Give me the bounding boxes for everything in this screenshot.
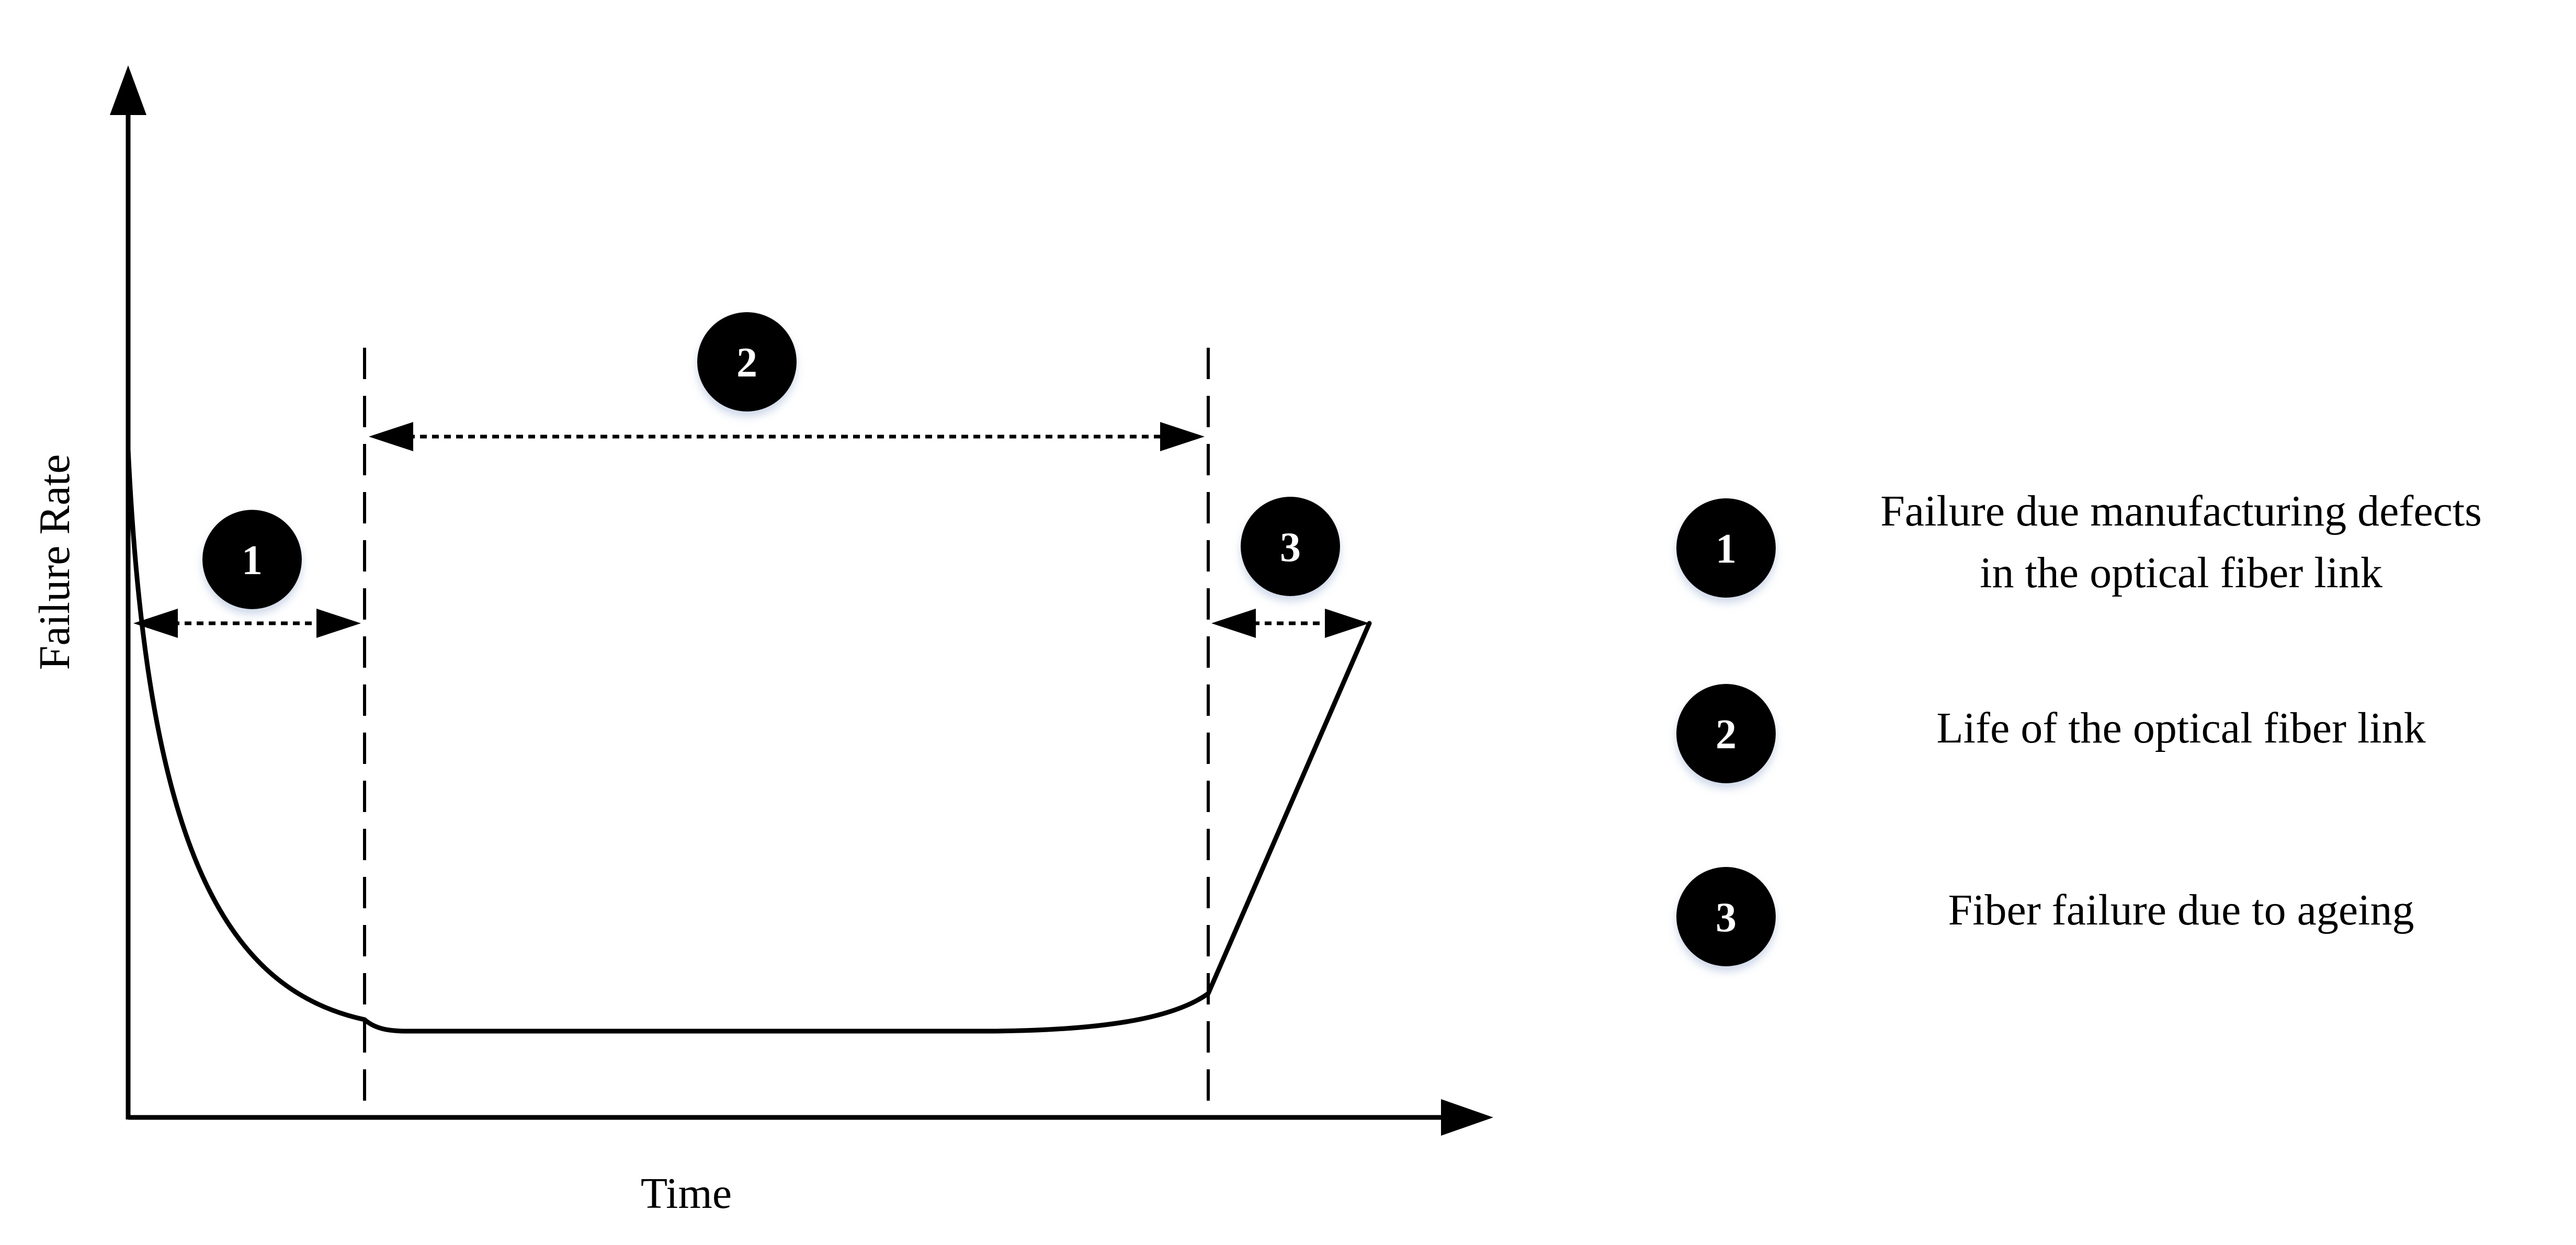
y-axis-arrowhead <box>110 65 146 115</box>
legend-item-2: 2 Life of the optical fiber link <box>1676 684 2426 783</box>
legend-item-2-line-1: Life of the optical fiber link <box>1936 704 2425 752</box>
axes <box>110 65 1493 1136</box>
interval-arrow-1 <box>133 609 361 638</box>
legend: 1 Failure due manufacturing defects in t… <box>1676 487 2482 966</box>
phase-badge-2-number: 2 <box>736 340 757 386</box>
legend-badge-2-circle <box>1676 684 1776 783</box>
legend-item-3: 3 Fiber failure due to ageing <box>1676 867 2414 966</box>
x-axis-arrowhead <box>1441 1099 1493 1136</box>
legend-item-1: 1 Failure due manufacturing defects in t… <box>1676 487 2482 598</box>
interval-arrow-2 <box>369 422 1205 451</box>
x-axis-label: Time <box>641 1169 732 1218</box>
phase-badge-3-circle <box>1241 497 1340 596</box>
phase-badge-1-number: 1 <box>242 538 263 584</box>
interval-arrow-2-right-head <box>1160 422 1205 451</box>
legend-badge-3-number: 3 <box>1716 895 1737 941</box>
legend-badge-2-number: 2 <box>1716 712 1737 758</box>
legend-badge-3-circle <box>1676 867 1776 966</box>
legend-item-3-line-1: Fiber failure due to ageing <box>1948 886 2414 934</box>
interval-arrow-1-right-head <box>316 609 361 638</box>
phase-badge-1-circle <box>202 510 302 609</box>
phase-badge-2: 2 <box>697 312 797 412</box>
legend-item-1-line-2: in the optical fiber link <box>1980 549 2382 597</box>
y-axis-label: Failure Rate <box>30 454 79 670</box>
phase-boundaries <box>363 348 1210 1119</box>
interval-arrow-3 <box>1211 609 1369 638</box>
interval-arrow-3-left-head <box>1211 609 1256 638</box>
phase-badge-2-circle <box>697 312 797 412</box>
legend-badge-1-number: 1 <box>1716 526 1737 572</box>
phase-badge-3-number: 3 <box>1280 524 1301 570</box>
interval-arrow-2-left-head <box>369 422 413 451</box>
interval-arrow-3-right-head <box>1325 609 1369 638</box>
legend-badge-1-circle <box>1676 498 1776 598</box>
legend-item-1-line-1: Failure due manufacturing defects <box>1880 487 2482 535</box>
phase-badge-1: 1 <box>202 510 302 609</box>
interval-arrow-1-left-head <box>133 609 178 638</box>
phase-badge-3: 3 <box>1241 497 1340 596</box>
failure-rate-curve <box>126 447 1372 1034</box>
